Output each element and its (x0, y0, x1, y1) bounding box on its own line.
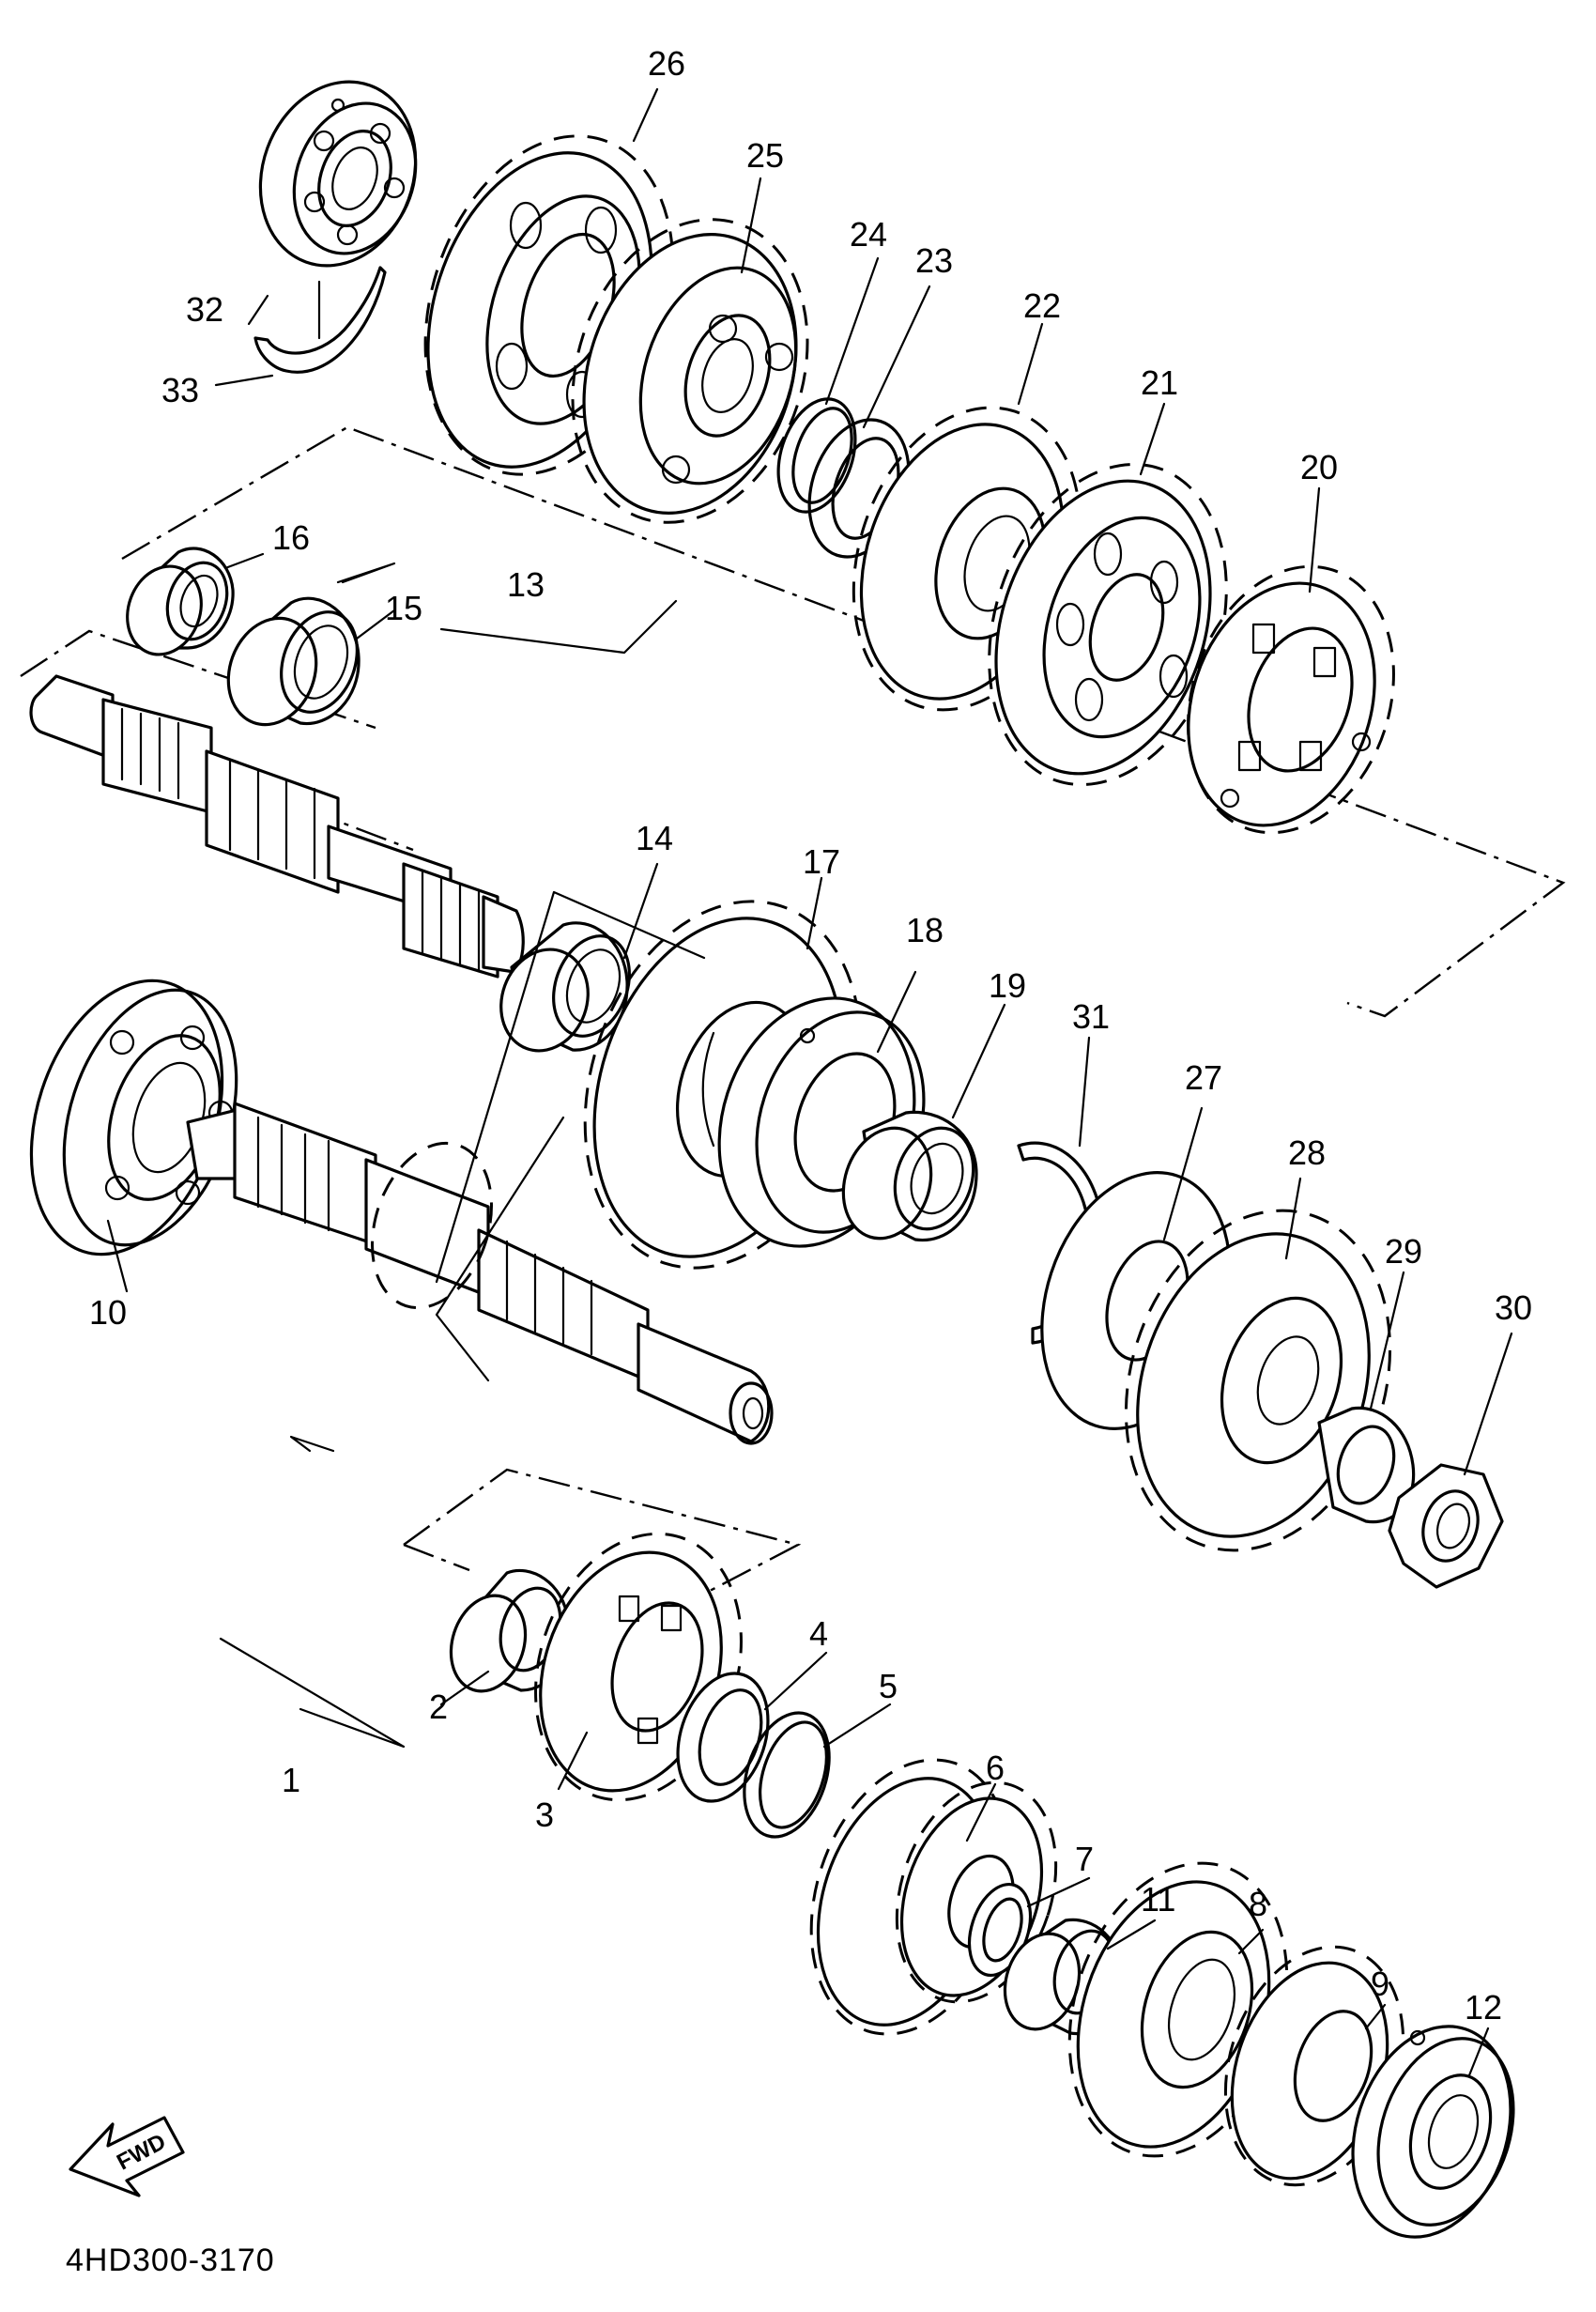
callout-15: 15 (385, 589, 422, 627)
callout-30: 30 (1495, 1288, 1532, 1327)
gear-3 (534, 1532, 743, 1802)
callout-18: 18 (906, 911, 944, 949)
collar-19 (841, 1110, 978, 1242)
callout-27: 27 (1185, 1058, 1222, 1097)
washer-7 (967, 1882, 1033, 1978)
fwd-arrow: FWD (69, 2116, 185, 2197)
bushing-15 (226, 596, 361, 727)
gear-20 (1187, 564, 1395, 835)
callout-31: 31 (1072, 997, 1110, 1036)
callout-16: 16 (272, 518, 310, 557)
callout-24: 24 (850, 215, 887, 254)
drive-axle-boundary (121, 425, 1566, 1018)
diagram-code: 4HD300-3170 (66, 2243, 275, 2278)
callout-11: 11 (1141, 1880, 1175, 1919)
circlip-24 (776, 397, 857, 514)
bearing-32 (258, 80, 418, 268)
callout-19: 19 (989, 966, 1026, 1005)
callout-3: 3 (535, 1796, 554, 1834)
callout-2: 2 (429, 1688, 448, 1726)
callout-7: 7 (1075, 1840, 1094, 1878)
bearing-12 (1351, 2025, 1515, 2239)
callout-17: 17 (803, 842, 840, 881)
circlip-33 (253, 266, 387, 374)
callout-10: 10 (89, 1293, 127, 1332)
callout-22: 22 (1023, 286, 1061, 325)
callout-6: 6 (986, 1749, 1005, 1787)
bushing-11 (1003, 1918, 1124, 2036)
callout-1: 1 (282, 1761, 300, 1799)
circlip-5 (743, 1711, 831, 1839)
callout-32: 32 (186, 290, 223, 329)
main-axle-1 (186, 1102, 774, 1445)
sprocket-28 (1124, 1209, 1392, 1552)
bearing-14 (499, 921, 631, 1053)
callout-4: 4 (809, 1614, 828, 1653)
callout-28: 28 (1288, 1133, 1326, 1172)
bearing-16 (126, 547, 235, 656)
callout-29: 29 (1385, 1232, 1422, 1271)
leader-lines (106, 87, 1513, 2077)
wire-clip-31 (1017, 1141, 1105, 1345)
callout-21: 21 (1141, 363, 1178, 402)
drive-axle-13 (29, 674, 525, 979)
washer-4 (676, 1672, 770, 1803)
callout-14: 14 (636, 819, 673, 857)
callout-23: 23 (915, 241, 953, 280)
lower-gear-boundary-2 (403, 1543, 470, 1572)
callout-20: 20 (1300, 448, 1338, 486)
lower-gear-boundary (403, 1468, 802, 1603)
callout-12: 12 (1465, 1988, 1502, 2027)
lock-washer-29 (1317, 1406, 1416, 1524)
callout-labels: 1 2 3 4 5 6 7 8 9 10 11 12 13 14 15 16 1… (89, 44, 1532, 2027)
nut-30 (1388, 1463, 1504, 1589)
callout-8: 8 (1249, 1885, 1267, 1923)
callout-25: 25 (746, 136, 784, 175)
callout-9: 9 (1371, 1965, 1389, 2003)
gear-25 (571, 218, 809, 524)
callout-26: 26 (648, 44, 685, 83)
callout-13: 13 (507, 565, 545, 604)
callout-5: 5 (879, 1667, 898, 1705)
callout-33: 33 (161, 371, 199, 409)
